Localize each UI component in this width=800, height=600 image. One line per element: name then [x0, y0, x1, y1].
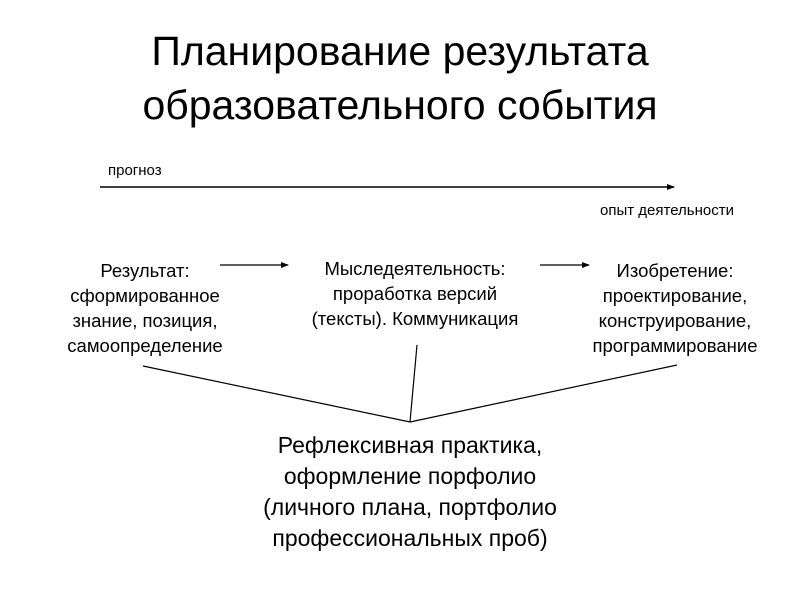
bottom-line: оформление порфолио	[283, 463, 537, 489]
timeline-start-label: прогноз	[108, 162, 162, 179]
connector-right	[409, 364, 678, 423]
title-line-2: образовательного события	[142, 82, 658, 128]
block-result: Результат: сформированное знание, позици…	[40, 258, 250, 358]
block-result-line: сформированное	[70, 285, 220, 306]
block-thinking-line: проработка версий	[332, 283, 498, 304]
block-invention: Изобретение: проектирование, конструиров…	[570, 258, 780, 358]
connector-left	[142, 365, 411, 423]
block-invention-line: конструирование,	[598, 310, 752, 331]
block-thinking: Мыследеятельность: проработка версий (те…	[285, 256, 545, 331]
title-line-1: Планирование результата	[151, 28, 649, 74]
timeline-end-label: опыт деятельности	[600, 202, 734, 219]
block-invention-line: программирование	[592, 335, 758, 356]
slide-title: Планирование результата образовательного…	[0, 24, 800, 132]
block-reflexive-practice: Рефлексивная практика, оформление порфол…	[160, 430, 660, 554]
bottom-line: Рефлексивная практика,	[277, 432, 543, 458]
block-thinking-line: (тексты). Коммуникация	[311, 308, 519, 329]
block-invention-line: проектирование,	[602, 285, 748, 306]
bottom-line: (личного плана, портфолио	[263, 494, 557, 520]
connector-middle	[409, 344, 418, 423]
block-result-line: Результат:	[100, 260, 190, 281]
block-result-line: знание, позиция,	[72, 310, 218, 331]
block-thinking-line: Мыследеятельность:	[324, 258, 506, 279]
bottom-line: профессиональных проб)	[272, 525, 548, 551]
block-result-line: самоопределение	[67, 335, 223, 356]
block-invention-line: Изобретение:	[616, 260, 734, 281]
